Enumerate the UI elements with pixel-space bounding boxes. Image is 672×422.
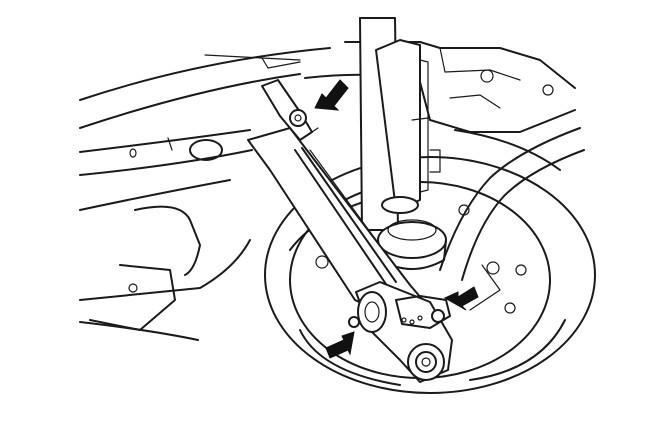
shock-absorber <box>359 17 447 270</box>
lower-bushing <box>348 281 453 383</box>
lower-nut-arrow <box>443 286 479 311</box>
body-frame <box>79 47 331 341</box>
lower-left-bolt-arrow <box>325 331 355 359</box>
upper-bolt-arrow <box>314 79 349 111</box>
stabilizer-bar <box>439 127 585 281</box>
